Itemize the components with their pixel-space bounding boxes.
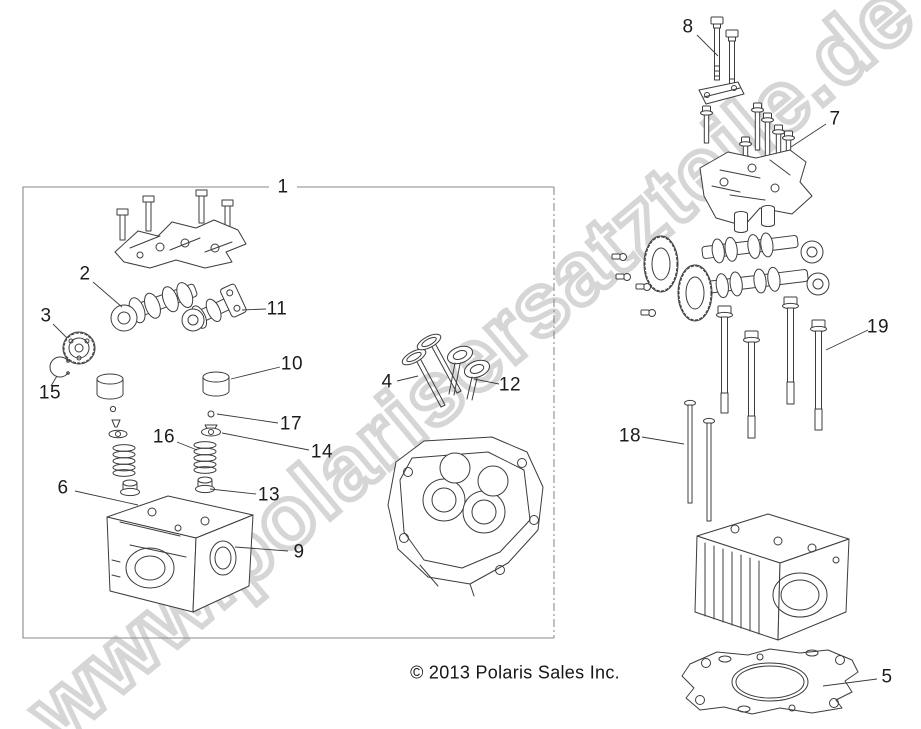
part-snap-ring	[49, 356, 70, 378]
leader-7	[790, 123, 827, 148]
callout-5: 5	[881, 666, 893, 688]
callout-7: 7	[829, 108, 841, 130]
part-cylinder-head-side	[106, 495, 254, 613]
leader-12	[473, 378, 500, 385]
leader-17	[216, 413, 279, 424]
leader-5	[822, 678, 878, 687]
part-long-bolts-top	[710, 16, 739, 94]
leader-18	[641, 436, 685, 445]
part-cam-sprocket	[62, 331, 96, 365]
callout-15: 15	[38, 382, 62, 404]
leader-11	[241, 308, 267, 311]
part-cam-chain-sprockets	[643, 235, 713, 322]
assembly-box	[22, 186, 555, 639]
leader-3	[52, 323, 68, 339]
part-camshaft	[110, 282, 198, 332]
callout-4: 4	[381, 371, 393, 393]
part-rocker-assembly	[699, 149, 813, 233]
leader-19	[825, 329, 869, 351]
leader-lines	[50, 34, 878, 687]
part-head-gasket	[681, 648, 859, 715]
callout-1: 1	[277, 176, 289, 198]
callout-19: 19	[866, 316, 890, 338]
part-cylinder	[694, 513, 850, 641]
part-valve-stack-left	[108, 405, 140, 497]
part-valve-guides	[446, 345, 491, 401]
leader-4	[396, 375, 419, 382]
part-small-bolts	[611, 253, 656, 317]
callout-13: 13	[257, 484, 281, 506]
part-camshaft-pair	[701, 232, 830, 299]
callout-17: 17	[279, 413, 303, 435]
callout-14: 14	[310, 441, 334, 463]
part-bracket-plate	[698, 81, 745, 105]
part-cylinder-head-bottom-view	[387, 436, 544, 597]
leader-15	[50, 375, 58, 387]
part-head-bolts	[716, 296, 827, 439]
callout-9: 9	[293, 541, 305, 563]
callout-16: 16	[152, 426, 176, 448]
leader-10	[230, 366, 281, 380]
leader-8	[696, 34, 719, 57]
leader-6	[74, 490, 139, 506]
callout-11: 11	[266, 298, 288, 320]
callout-18: 18	[618, 425, 642, 447]
callout-2: 2	[79, 263, 91, 285]
part-valve-stack-center	[193, 410, 221, 494]
leader-14	[221, 432, 310, 451]
callout-12: 12	[498, 374, 522, 396]
leader-9	[234, 546, 289, 552]
part-long-studs	[684, 399, 715, 522]
part-tappet-buckets	[96, 371, 230, 400]
callout-6: 6	[57, 477, 69, 499]
callout-3: 3	[40, 305, 52, 327]
callout-10: 10	[280, 353, 304, 375]
callout-8: 8	[682, 16, 694, 38]
copyright-text: © 2013 Polaris Sales Inc.	[410, 662, 620, 683]
part-valves	[401, 333, 462, 408]
part-camshaft-flanged	[181, 283, 247, 332]
leader-13	[209, 488, 257, 495]
leader-2	[92, 281, 123, 308]
part-cam-carrier-assembly	[114, 189, 247, 269]
leader-16	[176, 441, 198, 451]
